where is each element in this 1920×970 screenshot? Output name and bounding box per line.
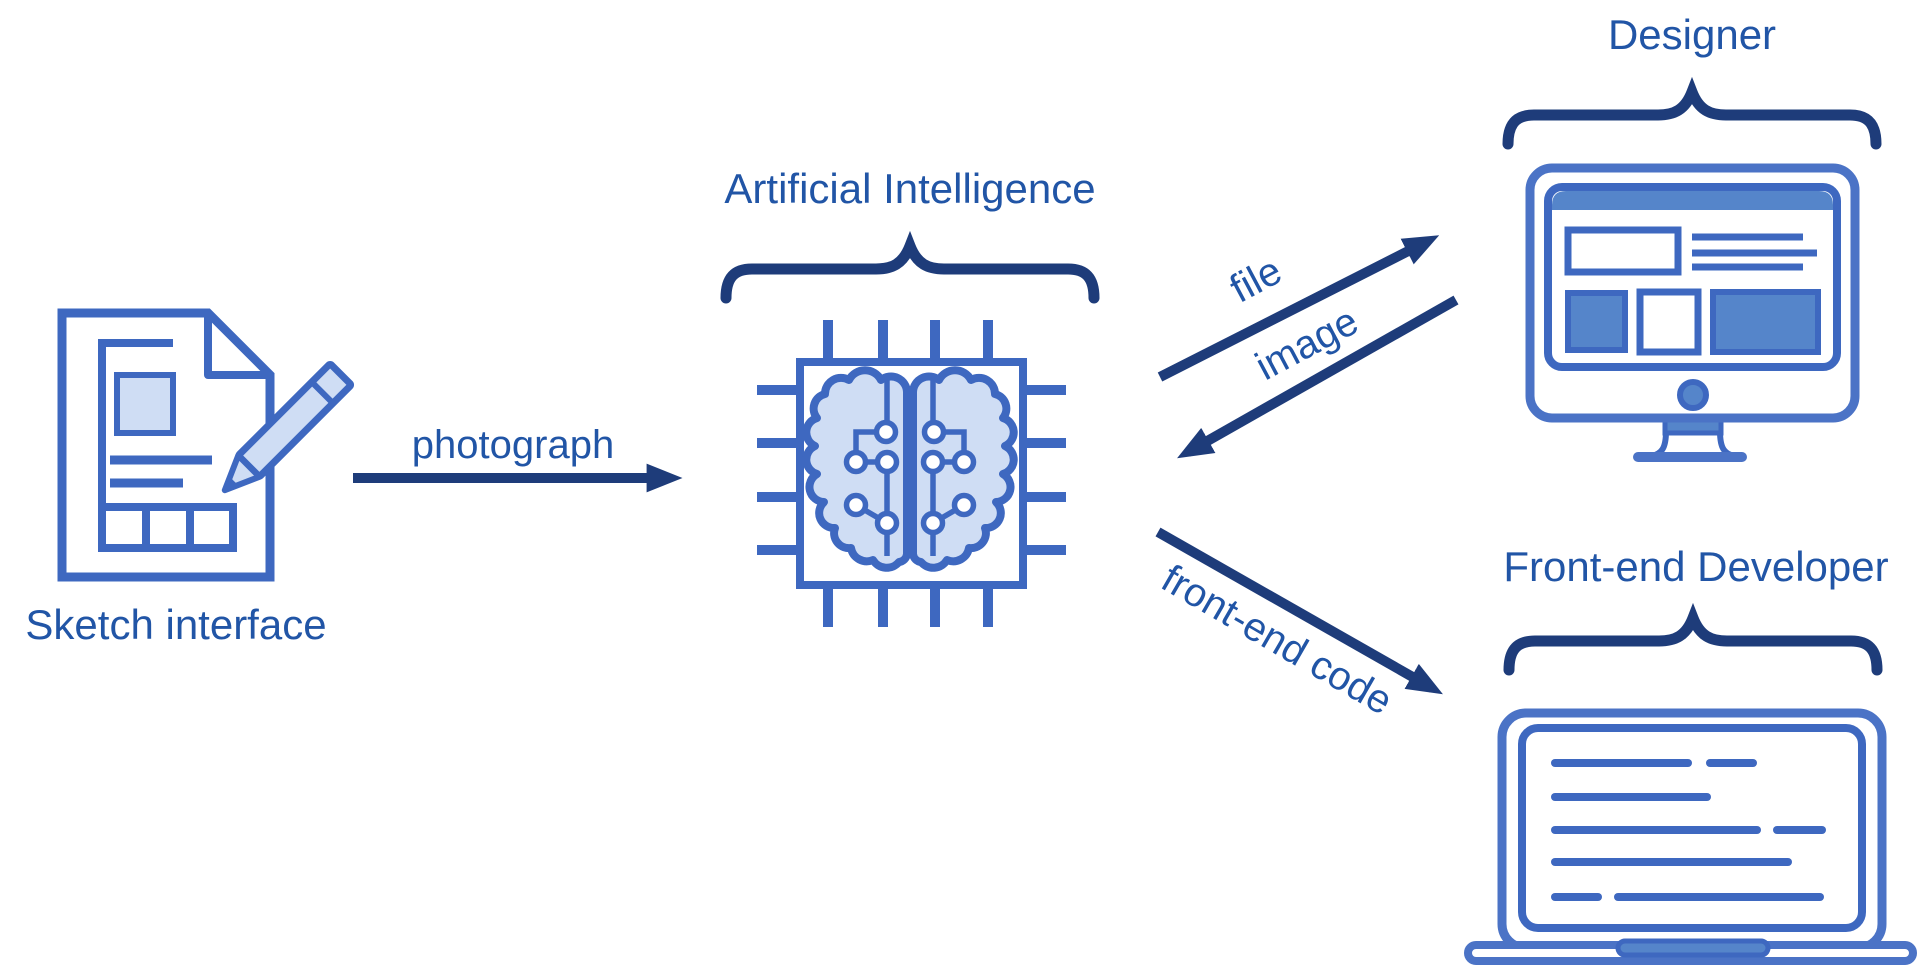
ai-brain-chip-icon [757,320,1066,627]
photograph-label: photograph [411,423,615,467]
laptop-screen [1518,724,1866,932]
designer-brace [1502,76,1882,150]
ai-brace [720,230,1100,304]
frontend-code-arrow [1155,527,1443,695]
laptop-hinge [1615,938,1771,958]
designer-monitor-icon [1525,163,1860,462]
pencil-icon [221,360,355,494]
file-arrow [1157,235,1440,382]
chip-body [796,358,1027,589]
frontend-laptop-icon [1464,708,1917,965]
frontend-developer-brace [1503,602,1883,676]
monitor-base [1633,452,1747,462]
image-arrow [1177,295,1459,459]
ai-label: Artificial Intelligence [724,165,1096,212]
brain-icon [802,370,1013,568]
sketch-document-icon [57,308,355,582]
screen-header-bar [1552,191,1833,210]
chip-pins [757,320,1066,627]
document-fold-corner [204,309,274,379]
monitor-screen [1544,183,1841,371]
circuit-nodes [843,419,977,536]
screen-hero-box [1564,226,1682,276]
monitor-button [1677,379,1709,411]
frontend-developer-label: Front-end Developer [1503,543,1889,590]
sketch-interface-label: Sketch interface [25,601,327,648]
screen-text-lines [1692,233,1817,271]
designer-label: Designer [1607,11,1777,58]
photograph-arrow [353,463,683,493]
code-lines [1551,759,1826,901]
